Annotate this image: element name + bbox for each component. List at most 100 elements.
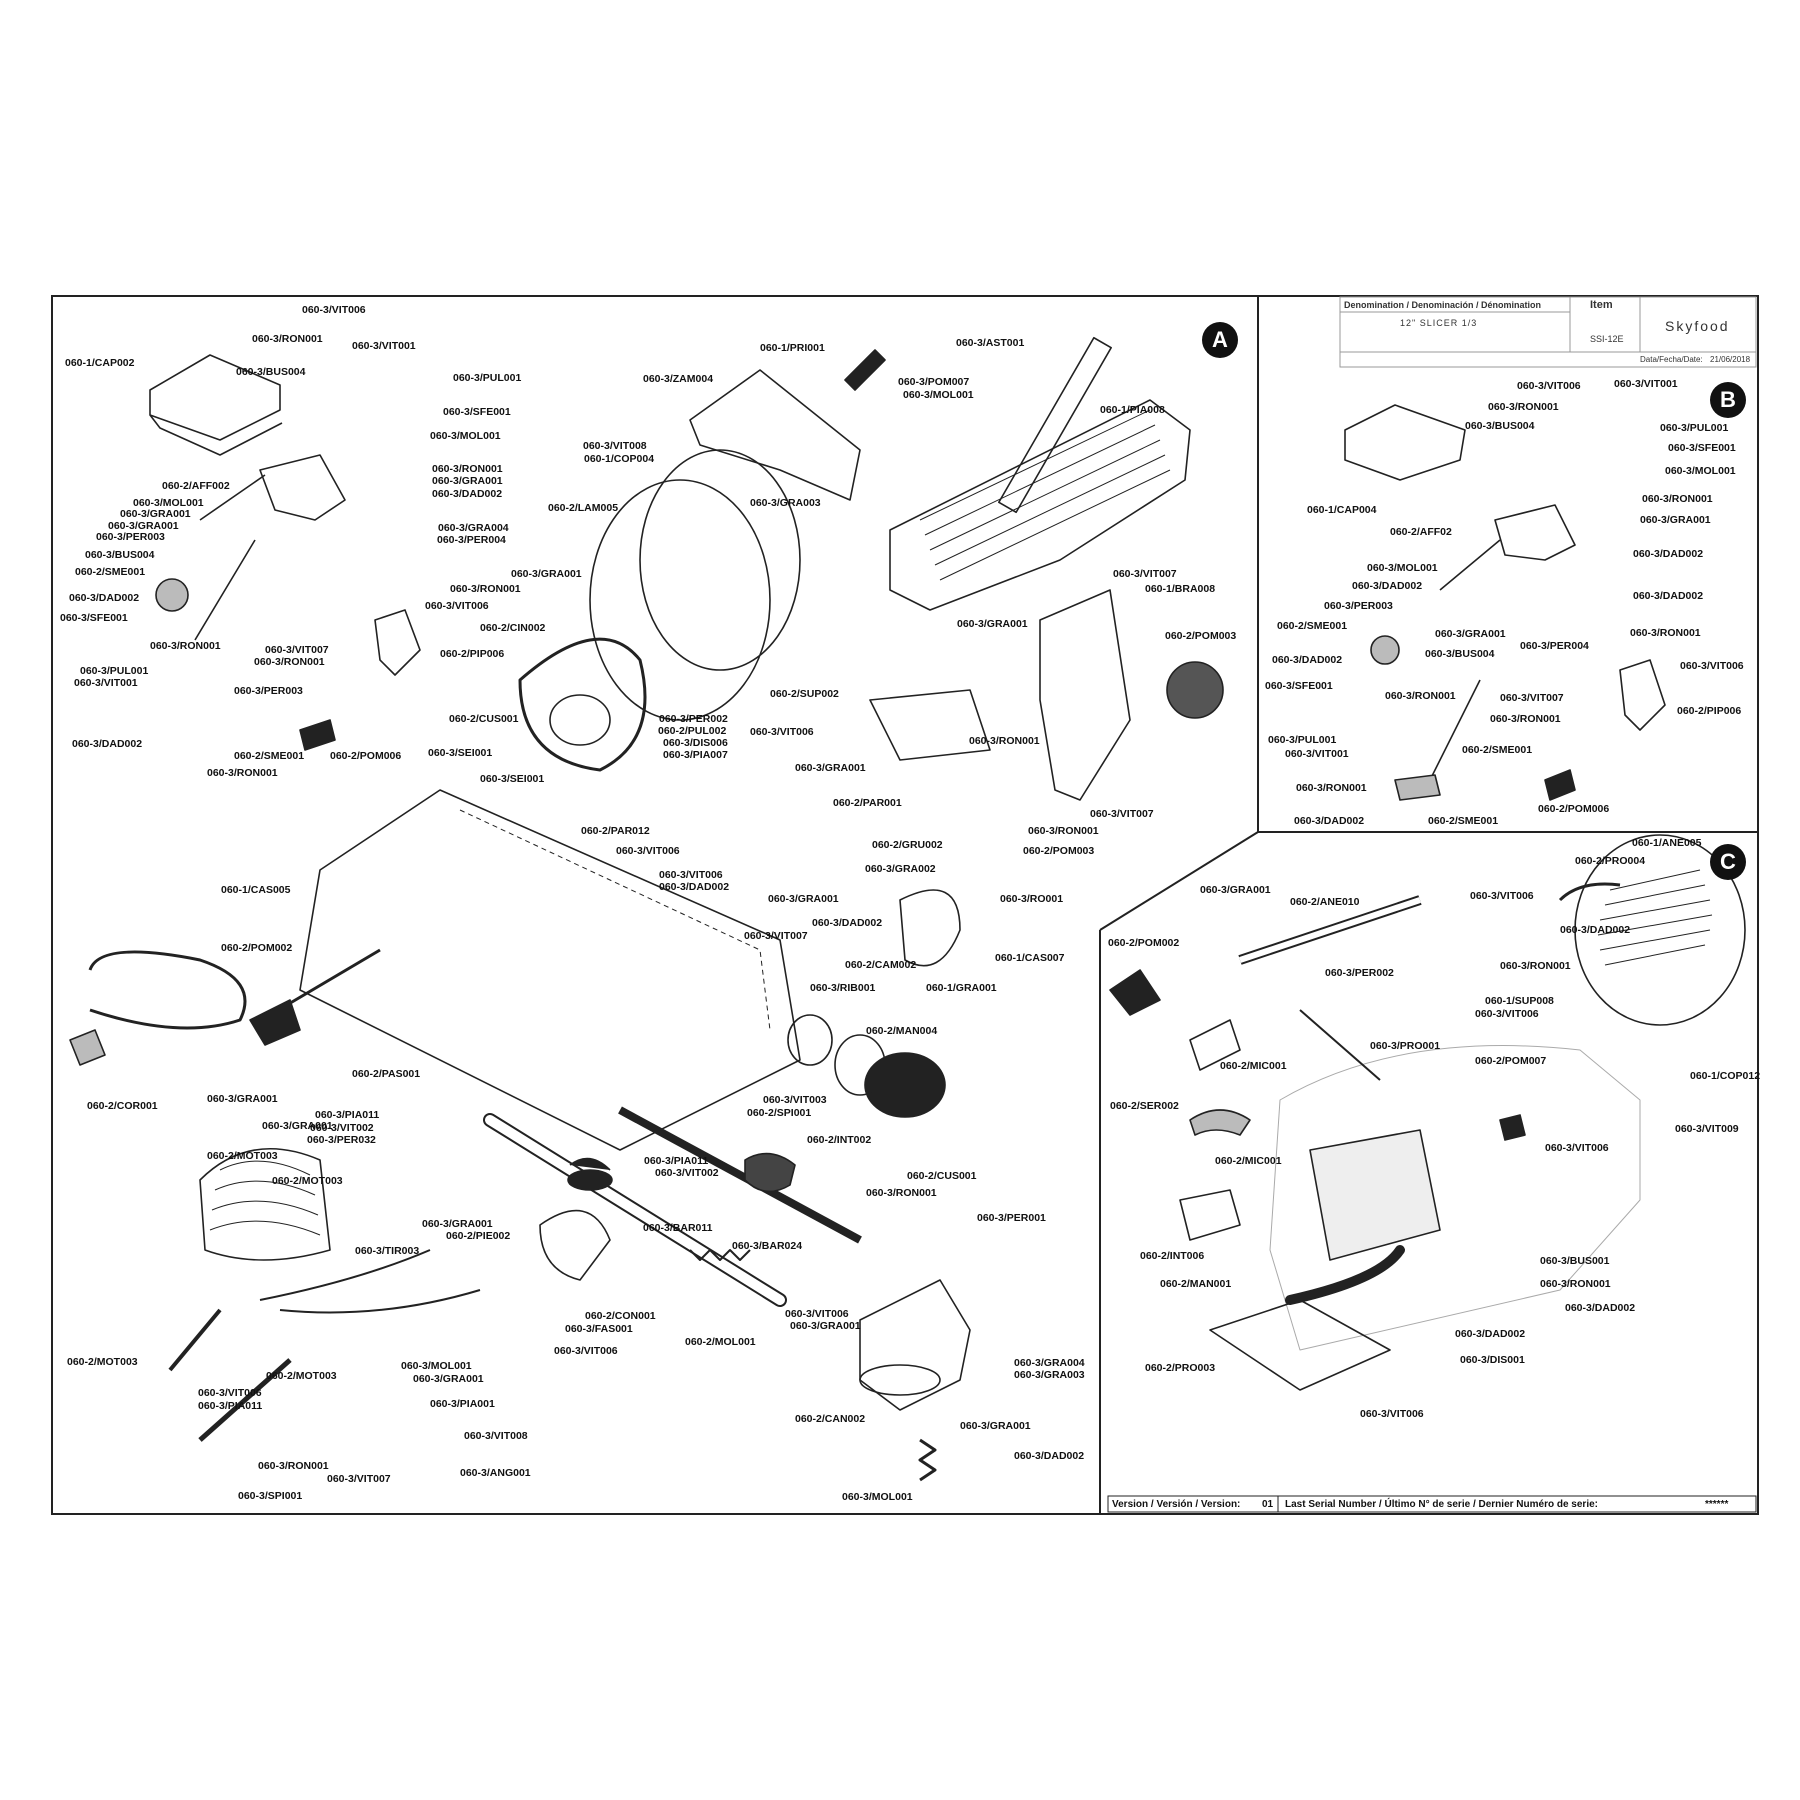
part-label: 060-3/VIT006 xyxy=(198,1387,262,1399)
part-label: 060-3/DAD002 xyxy=(659,881,730,893)
part-label: 060-2/SME001 xyxy=(1428,815,1499,827)
part-label: 060-3/MOL001 xyxy=(903,389,974,401)
part-label: 060-2/SPI001 xyxy=(747,1107,812,1119)
pom002-knob xyxy=(249,999,301,1046)
part-label: 060-3/DAD002 xyxy=(72,738,143,750)
part-label: 060-3/PER003 xyxy=(234,685,303,697)
item-value: SSI-12E xyxy=(1590,334,1624,344)
part-label: 060-2/SME001 xyxy=(234,750,305,762)
part-label: 060-2/PAR012 xyxy=(581,825,650,837)
part-label: 060-3/PER003 xyxy=(1324,600,1393,612)
part-label: 060-3/RON001 xyxy=(150,640,221,652)
part-label: 060-2/PRO004 xyxy=(1575,855,1646,867)
ring-cas007 xyxy=(787,1014,833,1066)
part-label: 060-3/PER032 xyxy=(307,1134,376,1146)
part-label: 060-2/SUP002 xyxy=(770,688,839,700)
part-label: 060-3/PIA007 xyxy=(663,749,728,761)
part-label: 060-1/ANE005 xyxy=(1632,837,1702,849)
part-label: 060-3/GRA001 xyxy=(422,1218,493,1230)
carriage-fins xyxy=(919,409,1171,581)
sup-bracket xyxy=(869,689,991,761)
part-label: 060-1/CAS005 xyxy=(221,884,291,896)
grinding-wheel-b xyxy=(1370,635,1400,665)
part-label: 060-2/INT002 xyxy=(807,1134,872,1146)
part-label: 060-3/GRA001 xyxy=(795,762,866,774)
serial-value: ****** xyxy=(1705,1499,1729,1510)
part-label: 060-3/VIT009 xyxy=(1675,1123,1739,1135)
brand-logo: Skyfood xyxy=(1665,318,1730,334)
part-label: 060-2/MOT003 xyxy=(67,1356,138,1368)
part-label: 060-3/BUS001 xyxy=(1540,1255,1610,1267)
bar-bar011-inner xyxy=(485,1115,785,1305)
sharpener-body-b xyxy=(1494,504,1576,561)
part-label: 060-2/SME001 xyxy=(1277,620,1348,632)
part-label: 060-3/VIT002 xyxy=(310,1122,374,1134)
ser002 xyxy=(1189,1109,1251,1136)
grinding-wheel-a xyxy=(155,578,189,612)
part-label: 060-2/POM002 xyxy=(221,942,293,954)
int002 xyxy=(744,1152,796,1193)
part-label: 060-3/DAD002 xyxy=(1565,1302,1636,1314)
part-label: 060-2/CUS001 xyxy=(907,1170,977,1182)
footer-strip xyxy=(1107,1495,1757,1513)
part-label: 060-3/RON001 xyxy=(1028,825,1099,837)
part-label: 060-3/RON001 xyxy=(207,767,278,779)
int006 xyxy=(1179,1189,1241,1241)
cover-cap-a-lower xyxy=(149,414,283,456)
sharpener-arm-a xyxy=(194,474,266,641)
version-label: Version / Versión / Version: xyxy=(1112,1499,1241,1510)
pri001-handle xyxy=(844,349,886,391)
part-label: 060-2/POM002 xyxy=(1108,937,1180,949)
part-label: 060-1/COP004 xyxy=(584,453,655,465)
part-label: 060-3/VIT001 xyxy=(74,677,138,689)
part-label: 060-3/PER004 xyxy=(1520,640,1589,652)
pro004-strip xyxy=(1558,882,1621,902)
blade-cover xyxy=(639,449,801,671)
motor-mot003 xyxy=(199,1148,331,1261)
part-label: 060-3/DAD002 xyxy=(1294,815,1365,827)
part-label: 060-3/RON001 xyxy=(252,333,323,345)
part-label: 060-2/LAM005 xyxy=(548,502,619,514)
spi001 xyxy=(198,1358,292,1442)
ane010-rod-inner xyxy=(1239,897,1421,963)
part-label: 060-3/RON001 xyxy=(1500,960,1571,972)
part-label: 060-3/RON001 xyxy=(1490,713,1561,725)
knob-man004 xyxy=(864,1052,946,1118)
blade-disk xyxy=(589,479,771,721)
part-label: 060-3/PER004 xyxy=(437,534,506,546)
sharpener-body-a xyxy=(259,454,346,521)
part-label: 060-2/POM003 xyxy=(1023,845,1095,857)
part-label: 060-3/VIT006 xyxy=(750,726,814,738)
part-label: 060-3/PIA011 xyxy=(315,1109,380,1121)
part-label: 060-3/VIT006 xyxy=(1545,1142,1609,1154)
part-label: 060-3/RON001 xyxy=(254,656,325,668)
denomination-header: Denomination / Denominación / Dénominati… xyxy=(1344,300,1542,310)
bra-stand xyxy=(1039,589,1131,801)
part-label: 060-3/VIT006 xyxy=(659,869,723,881)
part-label: 060-3/GRA001 xyxy=(262,1120,333,1132)
part-label: 060-3/GRA001 xyxy=(120,508,191,520)
part-label: 060-1/BRA008 xyxy=(1145,583,1216,595)
guard-slots xyxy=(1597,869,1713,966)
part-label: 060-3/DAD002 xyxy=(432,488,503,500)
part-label: 060-2/INT006 xyxy=(1140,1250,1205,1262)
pom002-c-knob xyxy=(1109,969,1161,1016)
version-value: 01 xyxy=(1262,1499,1274,1510)
part-label: 060-2/MOT003 xyxy=(272,1175,343,1187)
con001 xyxy=(539,1209,611,1281)
part-label: 060-3/PIA011 xyxy=(198,1400,263,1412)
part-label: 060-3/VIT002 xyxy=(655,1167,719,1179)
pro003-plate xyxy=(1209,1299,1391,1391)
part-label: 060-1/PRI001 xyxy=(760,342,825,354)
part-label: 060-1/SUP008 xyxy=(1485,995,1554,1007)
part-label: 060-3/SEI001 xyxy=(428,747,493,759)
part-label: 060-3/RON001 xyxy=(258,1460,329,1472)
part-label: 060-3/VIT006 xyxy=(1475,1008,1539,1020)
panel-badge-c: C xyxy=(1710,844,1746,880)
callout-arrow xyxy=(1299,1009,1381,1081)
title-block xyxy=(1339,296,1757,368)
part-label: 060-3/MOL001 xyxy=(430,430,501,442)
part-label: 060-1/COP012 xyxy=(1690,1070,1761,1082)
panel-badge-b: B xyxy=(1710,382,1746,418)
part-label: 060-1/CAS007 xyxy=(995,952,1065,964)
